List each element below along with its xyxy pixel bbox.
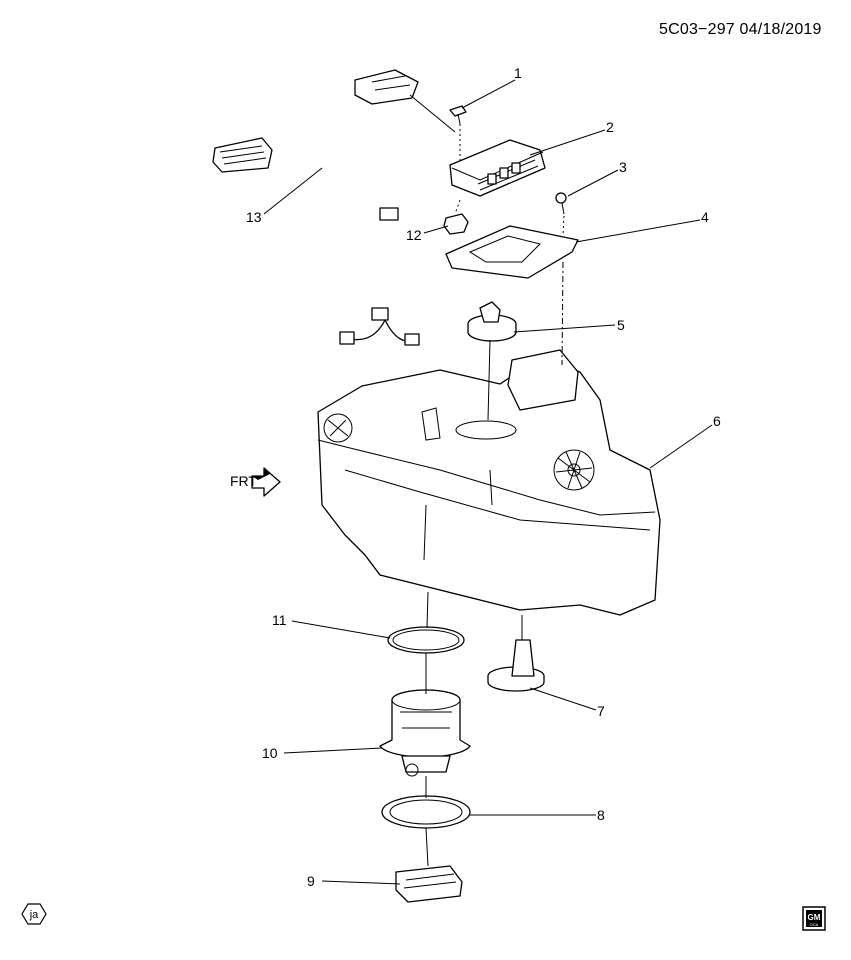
ja-badge-text: ja xyxy=(29,909,39,921)
callout-10: 10 xyxy=(262,745,278,761)
clip xyxy=(443,213,469,235)
callout-4: 4 xyxy=(701,209,709,225)
gm-logo-text: GM xyxy=(808,913,821,922)
bracket xyxy=(445,225,579,279)
callout-7: 7 xyxy=(597,703,605,719)
document-reference: 5C03−297 04/18/2019 xyxy=(659,21,822,38)
wiring-harness xyxy=(212,69,420,346)
o-ring xyxy=(387,626,465,654)
leader-lines xyxy=(263,79,713,885)
callout-8: 8 xyxy=(597,807,605,823)
callout-12: 12 xyxy=(406,227,422,243)
callout-6: 6 xyxy=(713,413,721,429)
callout-1: 1 xyxy=(514,65,522,81)
screw-1 xyxy=(449,105,467,125)
control-module xyxy=(449,139,546,197)
front-direction-arrow xyxy=(251,467,281,497)
front-label: FRT xyxy=(230,473,257,489)
pump-connector xyxy=(395,865,463,903)
alignment-lines xyxy=(409,94,565,867)
callout-11: 11 xyxy=(272,612,287,628)
gm-logo-subtext: OCA xyxy=(810,922,819,927)
callout-3: 3 xyxy=(619,159,627,175)
callout-2: 2 xyxy=(606,119,614,135)
callout-13: 13 xyxy=(246,209,262,225)
sensor xyxy=(467,301,517,342)
pump-module xyxy=(379,689,471,777)
callout-9: 9 xyxy=(307,873,315,889)
tank xyxy=(317,349,661,616)
screw-3 xyxy=(555,192,567,215)
gm-logo: GM OCA xyxy=(802,906,826,931)
ja-badge: ja xyxy=(21,903,47,925)
fitting xyxy=(487,639,545,692)
callout-numbers: 1 2 3 4 5 6 7 8 9 10 11 12 13 xyxy=(246,65,721,889)
lock-ring xyxy=(381,795,471,829)
callout-5: 5 xyxy=(617,317,625,333)
